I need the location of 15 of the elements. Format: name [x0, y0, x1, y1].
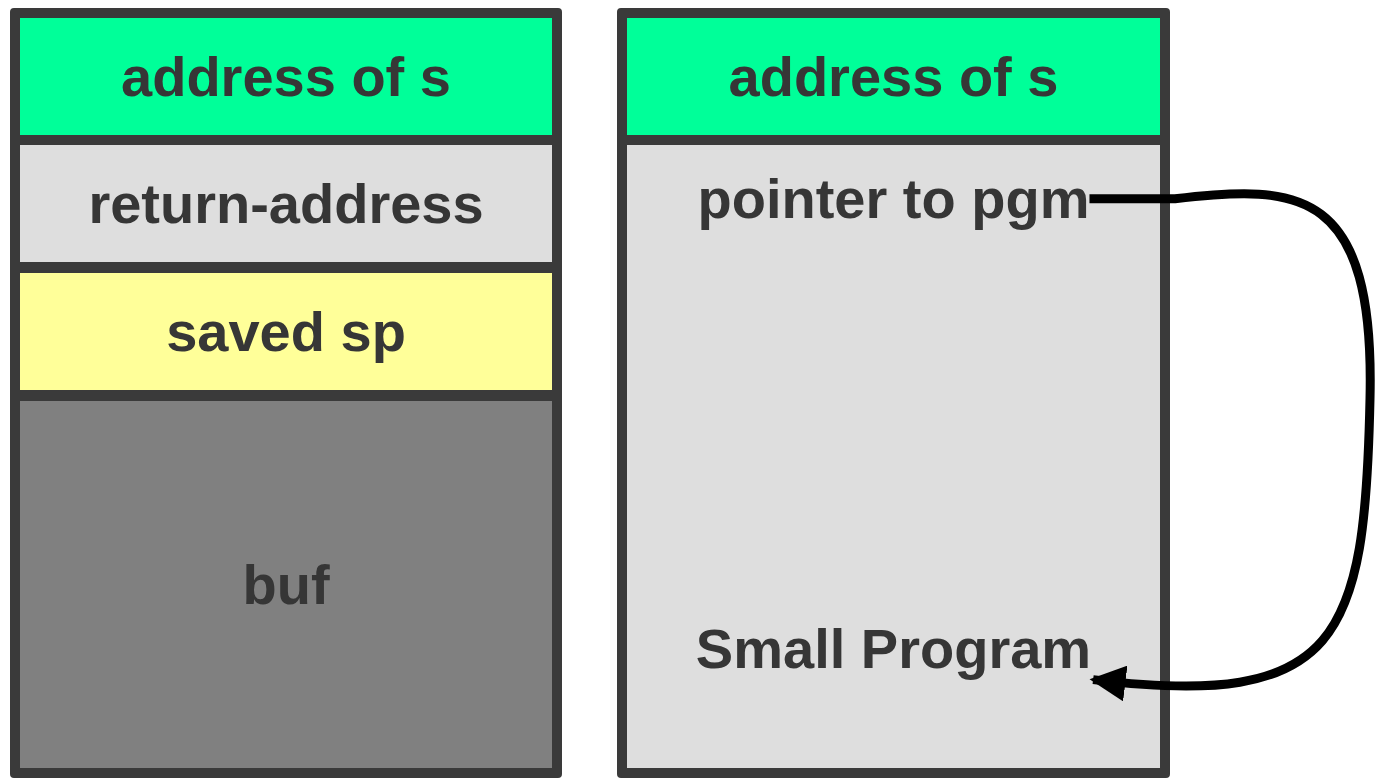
stack-cell [20, 401, 552, 768]
cell-label: buf [242, 553, 330, 616]
memory-stack-box [617, 8, 1170, 778]
stack-cell [20, 273, 552, 390]
cell-label: pointer to pgm [697, 167, 1090, 230]
cell-label: address of s [121, 45, 451, 108]
cell-label: Small Program [695, 617, 1092, 680]
stack-cell [20, 18, 552, 135]
arrow [1089, 189, 1375, 701]
cell-label: saved sp [166, 300, 406, 363]
cell-label: address of s [728, 45, 1059, 108]
stack-cell [20, 145, 552, 262]
memory-stack-box [10, 8, 562, 778]
stack-cell [627, 18, 1160, 145]
cell-label: return-address [88, 172, 484, 235]
